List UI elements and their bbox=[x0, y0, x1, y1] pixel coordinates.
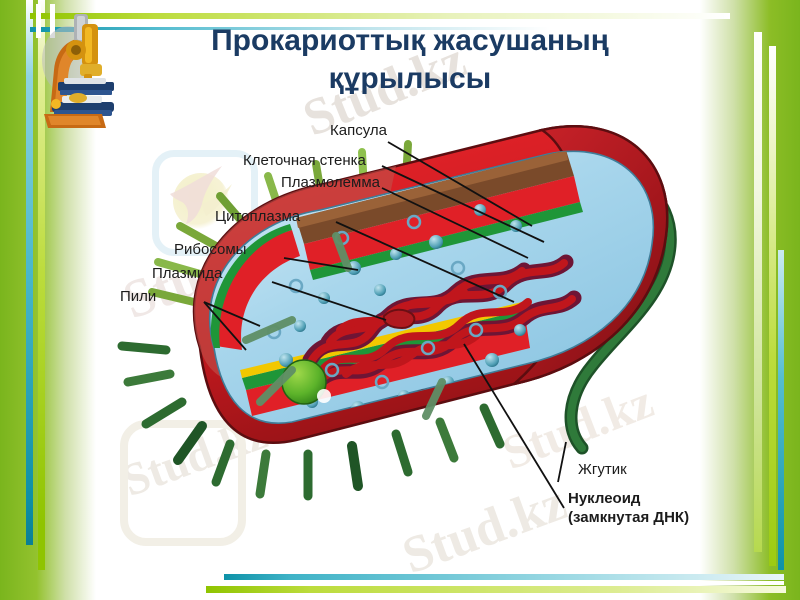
label-pili: Пили bbox=[120, 288, 157, 305]
page-title: Прокариоттық жасушаның құрылысы bbox=[211, 24, 609, 96]
watermark-logo2-icon bbox=[120, 420, 246, 546]
prokaryotic-cell-diagram bbox=[117, 125, 677, 509]
label-plasmalemma: Плазмолемма bbox=[281, 174, 380, 191]
right-cyan-bar bbox=[778, 250, 784, 570]
bottom-green-bar bbox=[206, 586, 786, 593]
label-ribosomes: Рибосомы bbox=[174, 241, 247, 258]
label-plasmid: Плазмида bbox=[152, 265, 223, 282]
top-green-bar bbox=[30, 13, 730, 19]
label-flagellum: Жгутик bbox=[578, 461, 627, 478]
right-green-bar bbox=[769, 46, 776, 566]
top-cyan-bar bbox=[30, 27, 550, 32]
label-cell-wall: Клеточная стенка bbox=[243, 152, 366, 169]
microscope-icon bbox=[42, 14, 114, 128]
bottom-cyan-bar bbox=[224, 574, 784, 580]
watermark-bird-icon bbox=[170, 166, 232, 224]
label-capsule: Капсула bbox=[330, 122, 387, 139]
top-tick-two bbox=[50, 4, 55, 38]
right-white-bar bbox=[754, 32, 762, 552]
label-nucleoid-sub: (замкнутая ДНК) bbox=[568, 509, 690, 526]
label-cytoplasm: Цитоплазма bbox=[215, 208, 301, 225]
top-tick-one bbox=[36, 4, 41, 38]
label-nucleoid: Нуклеоид bbox=[568, 490, 641, 507]
left-green-bar bbox=[38, 0, 45, 570]
bottom-white-bar bbox=[224, 581, 784, 585]
left-cyan-bar bbox=[26, 0, 33, 545]
